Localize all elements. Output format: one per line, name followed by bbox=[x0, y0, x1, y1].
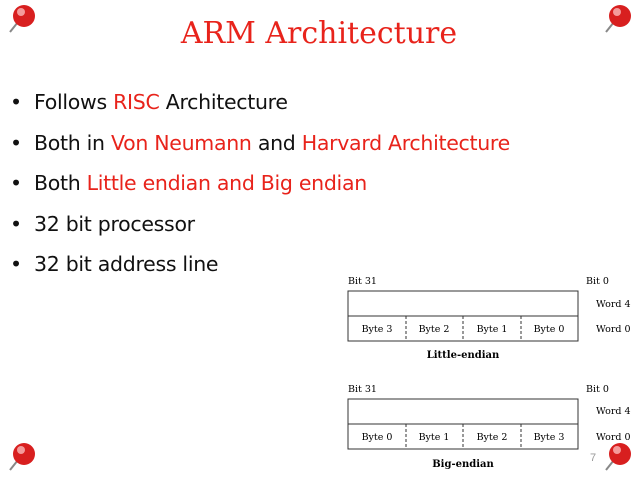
byte-cell: Byte 2 bbox=[477, 432, 508, 443]
bit-low-label: Bit 0 bbox=[586, 276, 609, 287]
bullet-marker: • bbox=[10, 171, 22, 195]
pushpin-icon bbox=[605, 443, 631, 471]
bit-high-label: Bit 31 bbox=[348, 276, 377, 287]
bullet-item: • Follows RISC Architecture bbox=[10, 82, 510, 123]
little-endian-diagram: Bit 31 Bit 0 Word 4 Byte 3 Byte 2 Byte 1… bbox=[347, 276, 631, 361]
bit-high-label: Bit 31 bbox=[348, 384, 377, 395]
slide-title: ARM Architecture bbox=[180, 16, 458, 51]
bullet-text: Both in bbox=[34, 130, 111, 155]
byte-cell: Byte 2 bbox=[419, 324, 450, 335]
bullet-text: 32 bit processor bbox=[34, 211, 195, 236]
word-4-row bbox=[347, 290, 579, 317]
bullet-highlight: Von Neumann bbox=[110, 130, 252, 155]
bullet-item: • 32 bit processor bbox=[10, 204, 510, 245]
bullet-text: Follows bbox=[34, 90, 114, 114]
bullet-text: and bbox=[251, 130, 302, 155]
bit-low-label: Bit 0 bbox=[586, 384, 609, 395]
diagram-caption: Big-endian bbox=[432, 459, 494, 470]
word-4-row bbox=[347, 398, 579, 425]
byte-cell: Byte 3 bbox=[362, 324, 393, 335]
diagram-caption: Little-endian bbox=[427, 350, 500, 361]
bullet-item: • Both in Von Neumann and Harvard Archite… bbox=[10, 123, 510, 164]
bullet-marker: • bbox=[10, 130, 22, 155]
bullet-marker: • bbox=[10, 90, 22, 114]
bullet-text: Both bbox=[34, 171, 87, 195]
bullet-highlight: Harvard Architecture bbox=[301, 130, 511, 155]
bullet-text: 32 bit address line bbox=[34, 252, 219, 276]
byte-cell: Byte 0 bbox=[534, 324, 565, 335]
word-lower-label: Word 0 bbox=[596, 324, 631, 335]
bullet-item: • 32 bit address line bbox=[10, 244, 510, 285]
bullet-marker: • bbox=[10, 252, 22, 276]
word-upper-label: Word 4 bbox=[596, 406, 631, 417]
bullet-highlight: Little endian and Big endian bbox=[86, 171, 368, 195]
bullet-marker: • bbox=[10, 211, 22, 236]
byte-cell: Byte 1 bbox=[419, 432, 450, 443]
bullet-text: Architecture bbox=[159, 90, 288, 114]
page-number: 7 bbox=[590, 452, 597, 464]
bullet-highlight: RISC bbox=[113, 90, 160, 114]
word-upper-label: Word 4 bbox=[596, 299, 631, 310]
bullet-list: • Follows RISC Architecture • Both in Von … bbox=[10, 82, 510, 285]
byte-cell: Byte 1 bbox=[477, 324, 508, 335]
pushpin-icon bbox=[9, 5, 35, 33]
word-lower-label: Word 0 bbox=[596, 432, 631, 443]
bullet-item: • Both Little endian and Big endian bbox=[10, 163, 510, 204]
pushpin-icon bbox=[605, 5, 631, 33]
byte-cell: Byte 0 bbox=[362, 432, 393, 443]
big-endian-diagram: Bit 31 Bit 0 Word 4 Byte 0 Byte 1 Byte 2… bbox=[347, 384, 631, 470]
byte-cell: Byte 3 bbox=[534, 432, 565, 443]
pushpin-icon bbox=[9, 443, 35, 471]
